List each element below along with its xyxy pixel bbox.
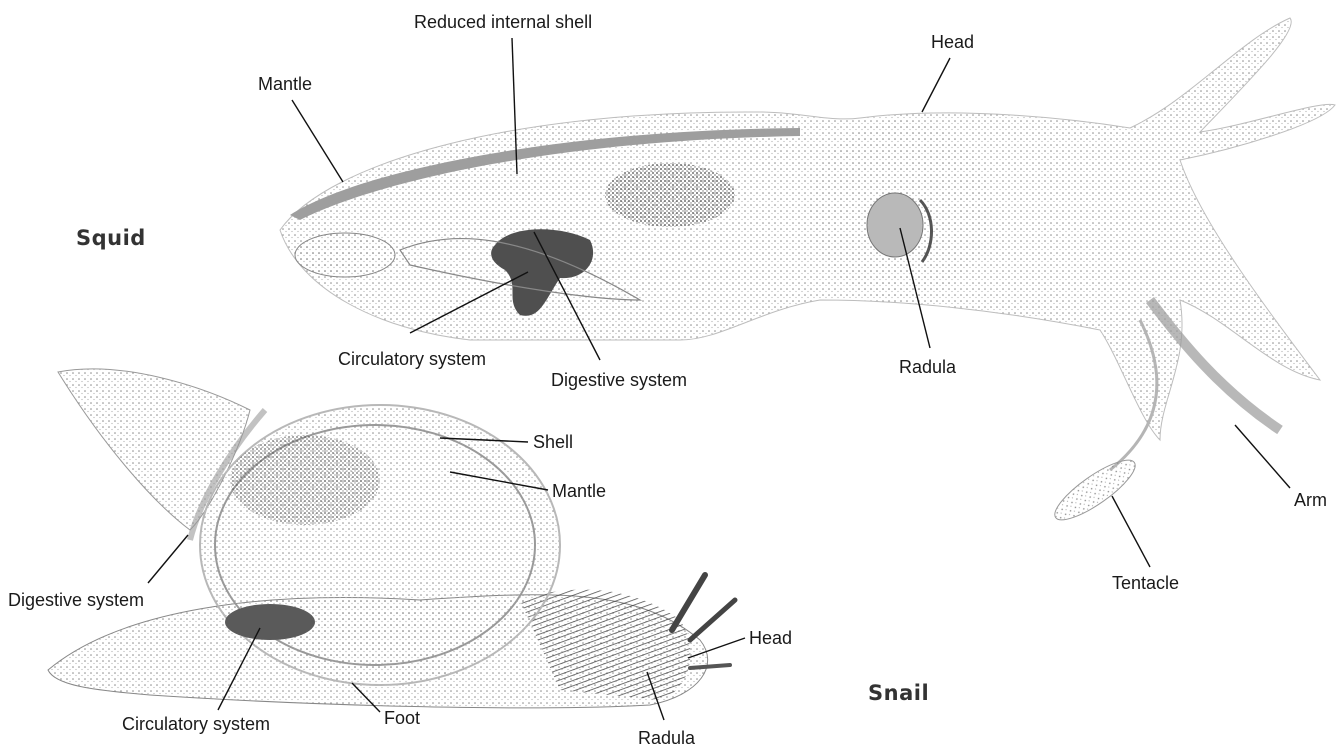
snail-title: Snail [868,681,929,705]
squid-digestive-gland [605,163,735,227]
squid-tentacle-club [1048,451,1143,529]
label-squid-tentacle: Tentacle [1112,573,1179,593]
label-squid-radula: Radula [899,357,957,377]
snail-illustration [48,369,735,708]
label-snail-circulatory-system: Circulatory system [122,714,270,734]
squid-mantle-body [280,18,1335,440]
label-squid-mantle: Mantle [258,74,312,94]
label-snail-shell: Shell [533,432,573,452]
label-squid-reduced-internal-shell: Reduced internal shell [414,12,592,32]
label-snail-head: Head [749,628,792,648]
snail-tentacle-2 [690,600,735,640]
snail-tentacle-1 [672,575,705,630]
snail-shell [200,405,560,685]
label-squid-circulatory-system: Circulatory system [338,349,486,369]
label-snail-radula: Radula [638,728,696,748]
squid-radula [867,193,923,257]
label-squid-head: Head [931,32,974,52]
label-snail-foot: Foot [384,708,420,728]
leader-squid-tentacle [1112,496,1150,567]
label-squid-arm: Arm [1294,490,1327,510]
leader-snail-digestive [148,535,188,583]
leader-squid-mantle [292,100,343,182]
label-squid-digestive-system: Digestive system [551,370,687,390]
leader-squid-head [922,58,950,112]
squid-title: Squid [76,226,146,250]
snail-heart [225,604,315,640]
leader-squid-arm [1235,425,1290,488]
label-snail-digestive-system: Digestive system [8,590,144,610]
label-snail-mantle: Mantle [552,481,606,501]
squid-gonad [295,233,395,277]
snail-digestive-gland [230,435,380,525]
